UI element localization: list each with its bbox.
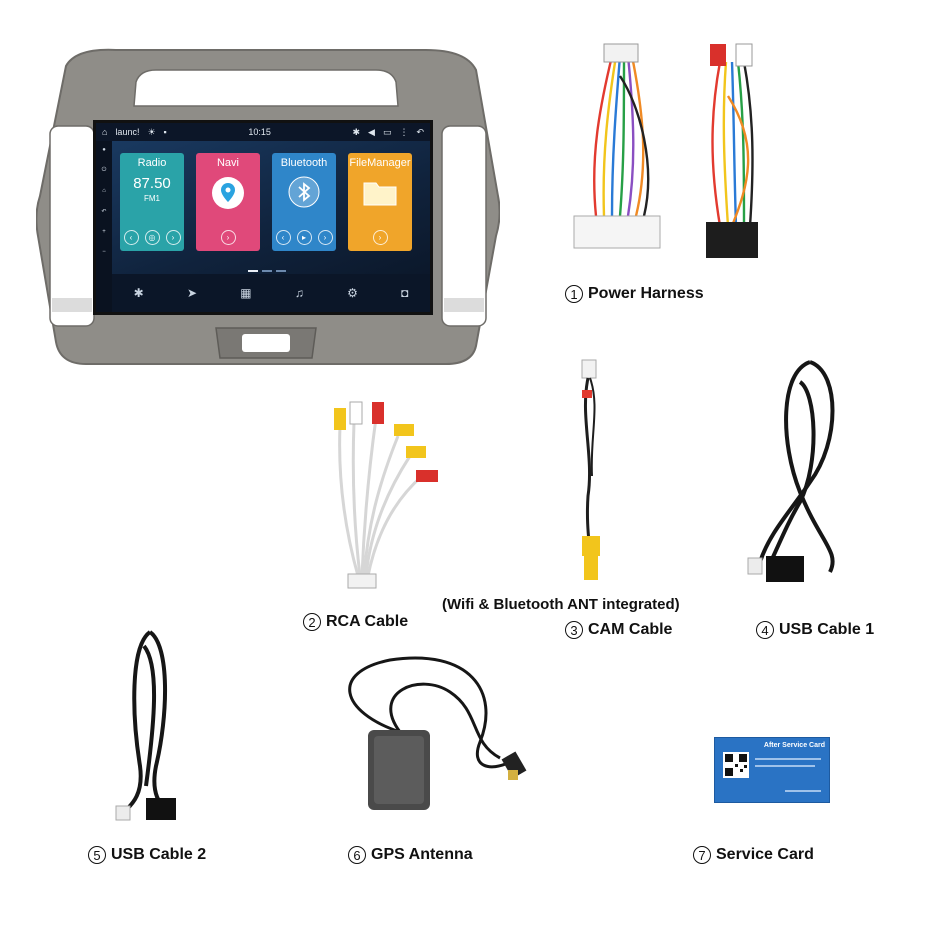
bluetooth-tile[interactable]: Bluetooth ‹ ▸ ›	[272, 153, 336, 251]
prev-station-button[interactable]: ‹	[123, 230, 139, 245]
map-pin-icon	[212, 177, 244, 209]
bluetooth-tile-title: Bluetooth	[280, 157, 328, 169]
power-harness-image	[573, 43, 758, 258]
rca-cable-image	[334, 401, 438, 589]
status-time: 10:15	[248, 127, 271, 137]
back-side-icon[interactable]: ↶	[101, 209, 107, 215]
item-label: Service Card	[716, 846, 814, 863]
radio-tile-title: Radio	[137, 157, 167, 169]
battery-icon: ▭	[382, 126, 392, 137]
service-card-label: 7 Service Card	[693, 846, 814, 864]
radio-tile[interactable]: Radio 87.50 FM1 ‹ ◎ ›	[120, 153, 184, 251]
item-number: 3	[565, 621, 583, 639]
music-icon[interactable]: ♫	[294, 286, 304, 300]
bt-prev-button[interactable]: ‹	[275, 230, 291, 245]
item-number: 2	[303, 613, 321, 631]
bluetooth-dock-icon[interactable]: ✱	[133, 286, 144, 300]
navi-tile[interactable]: Navi ›	[196, 153, 260, 251]
brightness-icon[interactable]: ☀	[147, 126, 156, 137]
mic-icon[interactable]: ●	[102, 147, 106, 153]
camera-icon[interactable]: ◘	[401, 286, 409, 300]
volume-icon[interactable]: ◀	[368, 126, 375, 137]
home-side-icon[interactable]: ⌂	[102, 188, 106, 194]
item-number: 7	[693, 846, 711, 864]
item-label: CAM Cable	[588, 621, 673, 638]
bt-next-button[interactable]: ›	[317, 230, 333, 245]
settings-icon[interactable]: ⚙	[347, 286, 358, 300]
gps-antenna-image	[348, 656, 527, 810]
cam-cable-image	[581, 359, 600, 580]
status-bar: ⌂ launc! ☀ ▪ 10:15 ✱ ◀ ▭ ⋮ ↶	[96, 123, 430, 141]
power-icon[interactable]: ⏻	[101, 167, 107, 173]
navi-open-button[interactable]: ›	[220, 230, 236, 245]
page-indicator	[248, 270, 286, 272]
card-text-line	[755, 765, 815, 767]
volume-down-icon[interactable]: −	[102, 249, 106, 255]
item-label: USB Cable 2	[111, 846, 207, 863]
apps-icon[interactable]: ▦	[240, 286, 252, 300]
navi-tile-title: Navi	[216, 157, 239, 169]
item-label: GPS Antenna	[371, 846, 473, 863]
cam-cable-label: 3 CAM Cable	[565, 621, 672, 639]
volume-up-icon[interactable]: +	[102, 229, 106, 235]
filemanager-open-button[interactable]: ›	[372, 230, 388, 245]
dock-bar: ✱ ➤ ▦ ♫ ⚙ ◘	[112, 274, 430, 312]
item-number: 5	[88, 846, 106, 864]
status-app-label: launc!	[115, 127, 140, 137]
media-icon: ▪	[163, 127, 167, 137]
radio-scan-button[interactable]: ◎	[144, 230, 160, 245]
home-icon[interactable]: ⌂	[102, 127, 108, 137]
service-card-title: After Service Card	[763, 742, 825, 749]
item-label: Power Harness	[588, 285, 704, 302]
item-number: 6	[348, 846, 366, 864]
service-card-image: After Service Card	[714, 737, 830, 803]
menu-icon[interactable]: ⋮	[399, 126, 409, 137]
usb-cable-2-image	[115, 630, 176, 821]
head-unit-screen[interactable]: ⌂ launc! ☀ ▪ 10:15 ✱ ◀ ▭ ⋮ ↶ ● ⏻ ⌂ ↶ + −…	[93, 120, 433, 315]
bluetooth-status-icon: ✱	[352, 126, 361, 137]
power-harness-label: 1 Power Harness	[565, 285, 704, 303]
cam-cable-note: (Wifi & Bluetooth ANT integrated)	[442, 596, 680, 613]
bt-play-button[interactable]: ▸	[296, 230, 312, 245]
usb-cable-1-label: 4 USB Cable 1	[756, 621, 874, 639]
folder-icon	[363, 182, 397, 206]
radio-frequency: 87.50	[133, 175, 171, 192]
usb-cable-2-label: 5 USB Cable 2	[88, 846, 206, 864]
filemanager-tile-title: FileManager	[349, 157, 411, 169]
qr-code-icon	[723, 752, 749, 778]
rca-cable-label: 2 RCA Cable	[303, 613, 408, 631]
back-icon[interactable]: ↶	[416, 126, 424, 137]
next-station-button[interactable]: ›	[165, 230, 181, 245]
item-number: 1	[565, 285, 583, 303]
item-number: 4	[756, 621, 774, 639]
bluetooth-icon	[288, 176, 320, 208]
item-label: RCA Cable	[326, 613, 409, 630]
card-text-line	[755, 758, 821, 760]
filemanager-tile[interactable]: FileManager ›	[348, 153, 412, 251]
item-label: USB Cable 1	[779, 621, 875, 638]
side-button-strip: ● ⏻ ⌂ ↶ + −	[96, 141, 112, 312]
navigation-icon[interactable]: ➤	[186, 286, 197, 300]
radio-band: FM1	[144, 194, 160, 203]
card-text-line	[785, 790, 821, 792]
gps-antenna-label: 6 GPS Antenna	[348, 846, 473, 864]
usb-cable-1-image	[747, 360, 835, 582]
